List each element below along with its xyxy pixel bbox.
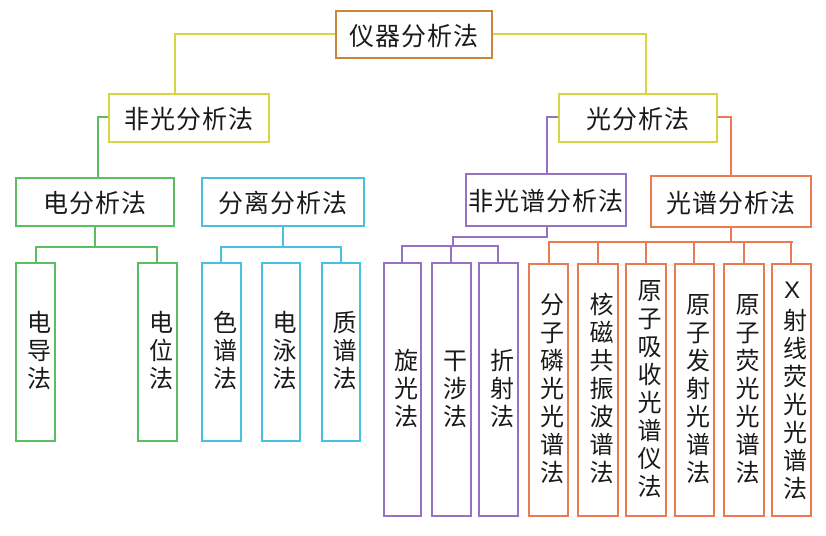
connector-line [497,245,499,262]
node-molecular-phosphorescence: 分子磷光光谱法 [528,263,569,517]
node-instrumental-analysis: 仪器分析法 [335,10,493,59]
connector-line [452,236,454,247]
connector-line [730,116,732,175]
node-mass-spectrometry: 质谱法 [321,262,361,442]
connector-line [35,246,37,262]
connector-line [156,246,158,262]
node-spectroscopic-analysis: 光谱分析法 [650,175,812,228]
connector-line [790,241,792,263]
node-separation-analysis: 分离分析法 [201,177,365,227]
node-electro-analysis: 电分析法 [15,177,175,227]
connector-line [645,33,647,93]
connector-line [340,246,342,262]
connector-line [401,245,403,262]
connector-line [220,246,222,262]
node-non-optical-analysis: 非光分析法 [108,93,270,143]
connector-line [645,241,647,263]
connector-line [693,241,695,263]
connector-line [220,246,342,248]
connector-line [174,33,176,93]
connector-line [97,116,99,177]
connector-line [452,236,548,238]
connector-line [546,116,548,173]
connector-line [546,227,548,238]
connector-line [597,241,599,263]
node-optical-analysis: 光分析法 [558,93,718,143]
node-interferometry: 干涉法 [431,262,472,517]
connector-line [282,227,284,248]
connector-line [547,116,558,118]
connector-line [94,227,96,248]
connector-line [548,241,550,263]
node-non-spectroscopic-analysis: 非光谱分析法 [465,173,627,227]
node-electrophoresis: 电泳法 [261,262,301,442]
connector-line [493,33,645,35]
node-chromatography: 色谱法 [201,262,242,442]
node-nmr-spectroscopy: 核磁共振波谱法 [577,263,619,517]
node-polarimetry: 旋光法 [383,262,422,517]
connector-line [730,228,732,243]
node-atomic-fluorescence: 原子荧光光谱法 [723,263,765,517]
connector-line [174,33,335,35]
connector-line [718,116,732,118]
node-xray-fluorescence: X射线荧光光谱法 [771,263,812,517]
connector-line [548,241,793,243]
node-atomic-emission: 原子发射光谱法 [674,263,715,517]
node-potentiometry: 电位法 [137,262,178,442]
connector-line [35,246,158,248]
connector-line [97,116,108,118]
node-refractometry: 折射法 [478,262,519,517]
connector-line [743,241,745,263]
node-atomic-absorption: 原子吸收光谱仪法 [625,263,667,517]
node-conductometry: 电导法 [15,262,56,442]
connector-line [450,245,452,262]
